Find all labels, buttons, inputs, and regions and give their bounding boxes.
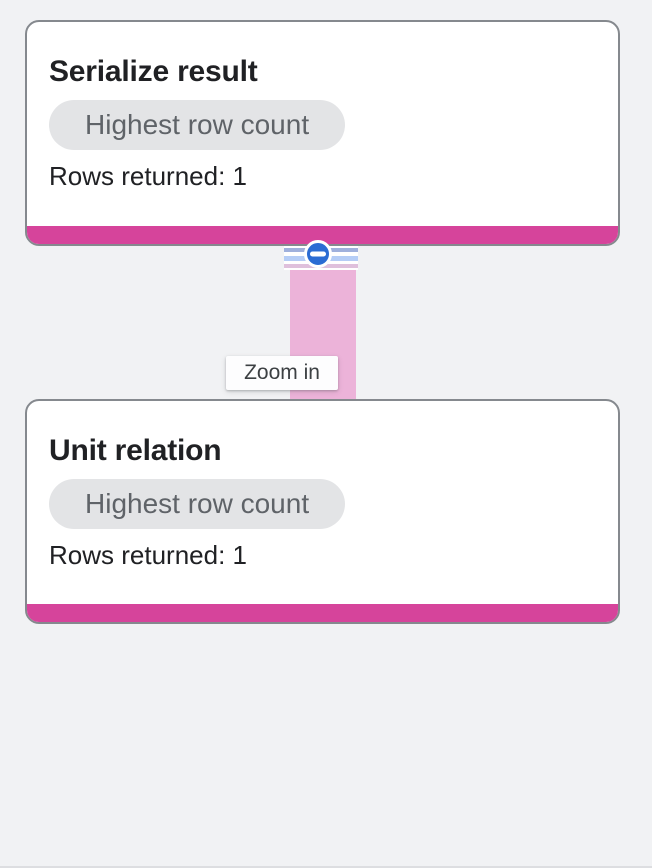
node-title: Unit relation [49,434,222,467]
highest-row-count-badge: Highest row count [49,479,346,529]
rows-returned-label: Rows returned: 1 [49,540,247,570]
node-card-unit-relation[interactable]: Unit relation Highest row count Rows ret… [25,399,620,624]
rows-returned-label: Rows returned: 1 [49,161,247,191]
node-accent-bar [27,604,618,622]
node-card-serialize-result[interactable]: Serialize result Highest row count Rows … [25,20,620,246]
node-title: Serialize result [49,55,258,88]
node-accent-bar [27,226,618,244]
minus-circle-icon[interactable] [304,240,332,268]
highest-row-count-badge: Highest row count [49,100,346,150]
zoom-in-tooltip: Zoom in [226,356,338,390]
bottom-edge-divider [0,866,652,868]
minus-glyph [310,251,326,257]
